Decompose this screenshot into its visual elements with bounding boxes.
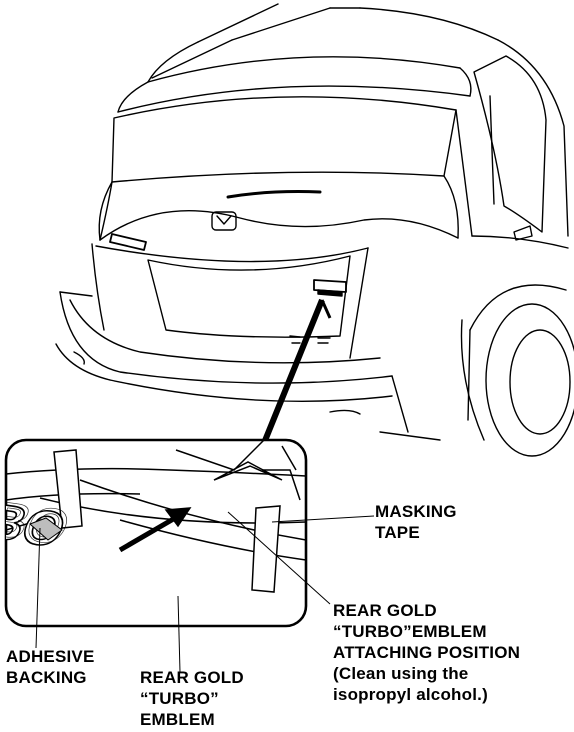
callout-emblem-line-1: REAR GOLD (140, 668, 244, 687)
adhesive-backing (29, 517, 63, 541)
callout-position-line-2: “TURBO”EMBLEM (333, 622, 487, 641)
callout-position-line-1: REAR GOLD (333, 601, 437, 620)
callout-leaders (35, 511, 375, 673)
callout-masking-tape: MASKING TAPE (375, 501, 457, 543)
callout-position-line-4: (Clean using the (333, 664, 469, 683)
leader-arrow (259, 298, 325, 450)
callout-adhesive-line-2: BACKING (6, 668, 87, 687)
callout-emblem: REAR GOLD “TURBO” EMBLEM (140, 667, 244, 730)
callout-masking-tape-line-1: MASKING (375, 502, 457, 521)
callout-adhesive-backing: ADHESIVE BACKING (6, 646, 95, 688)
callout-adhesive-line-1: ADHESIVE (6, 647, 95, 666)
callout-position-line-5: isopropyl alcohol.) (333, 685, 488, 704)
inset-detail: TURBO TURBO (4, 438, 308, 628)
callout-masking-tape-line-2: TAPE (375, 523, 420, 542)
callout-emblem-line-2: “TURBO” (140, 689, 219, 708)
callout-position-line-3: ATTACHING POSITION (333, 643, 521, 662)
callout-attaching-position: REAR GOLD “TURBO”EMBLEM ATTACHING POSITI… (333, 600, 520, 705)
callout-emblem-line-3: EMBLEM (140, 710, 215, 729)
vehicle-body (55, 3, 574, 457)
